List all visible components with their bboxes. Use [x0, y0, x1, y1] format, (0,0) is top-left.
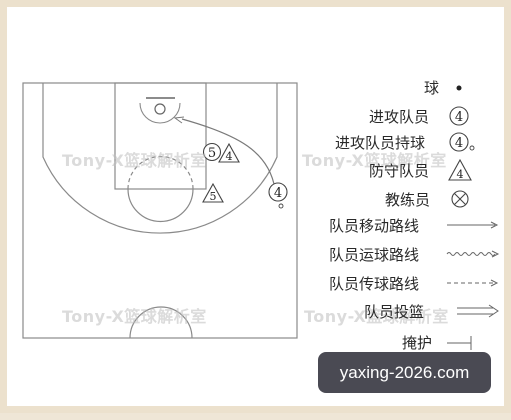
svg-text:5: 5: [210, 190, 217, 203]
defensive-player-5: 5: [202, 183, 224, 203]
watermark: Tony-X篮球解析室: [304, 307, 449, 326]
svg-text:4: 4: [455, 110, 463, 125]
offensive-player-icon: 4: [449, 106, 469, 126]
legend-ball-label: 球: [424, 79, 440, 97]
svg-text:4: 4: [457, 168, 464, 181]
legend-pass-label: 队员传球路线: [329, 275, 420, 293]
movement-arrowhead: [173, 116, 185, 124]
legend-screen-label: 掩护: [402, 334, 433, 352]
player-movement-path: [181, 118, 276, 190]
paint-area: [114, 82, 207, 190]
screen-icon: [447, 336, 472, 350]
offensive-player-4-with-ball: 4: [268, 182, 288, 209]
watermark: Tony-X篮球解析室: [302, 151, 447, 170]
shot-icon: [457, 304, 499, 318]
offensive-player-5: 5: [202, 142, 222, 162]
watermark: Tony-X篮球解析室: [62, 151, 207, 170]
legend-coach-label: 教练员: [385, 191, 431, 209]
legend-defense-label: 防守队员: [369, 162, 430, 180]
site-badge[interactable]: yaxing-2026.com: [318, 352, 491, 393]
defensive-player-icon: 4: [448, 159, 472, 181]
legend-offense-ball-label: 进攻队员持球: [335, 134, 426, 152]
site-badge-text: yaxing-2026.com: [339, 362, 470, 382]
legend-shot-label: 队员投篮: [364, 303, 425, 321]
free-throw-circle-dashed: [127, 155, 194, 190]
legend-dribble-label: 队员运球路线: [329, 246, 420, 264]
legend-movement-label: 队员移动路线: [329, 217, 420, 235]
free-throw-circle-solid: [127, 188, 194, 223]
svg-text:5: 5: [208, 146, 216, 161]
restricted-arc: [139, 102, 181, 124]
three-point-line: [42, 83, 278, 234]
watermark: Tony-X篮球解析室: [62, 307, 207, 326]
defensive-player-4: 4: [218, 143, 240, 163]
ball-icon: [456, 85, 462, 91]
half-court-diagram: [22, 82, 298, 339]
svg-text:4: 4: [274, 186, 282, 201]
hoop: [154, 103, 166, 115]
court-boundary: [22, 82, 298, 339]
center-circle: [129, 306, 193, 339]
svg-text:4: 4: [455, 136, 463, 151]
pass-line-icon: [447, 279, 499, 287]
coach-icon: [451, 190, 469, 208]
offensive-player-with-ball-icon: 4: [449, 132, 475, 152]
svg-text:4: 4: [226, 150, 233, 163]
legend-offense-label: 进攻队员: [369, 108, 430, 126]
movement-line-icon: [447, 221, 499, 229]
dribble-line-icon: [446, 250, 500, 258]
